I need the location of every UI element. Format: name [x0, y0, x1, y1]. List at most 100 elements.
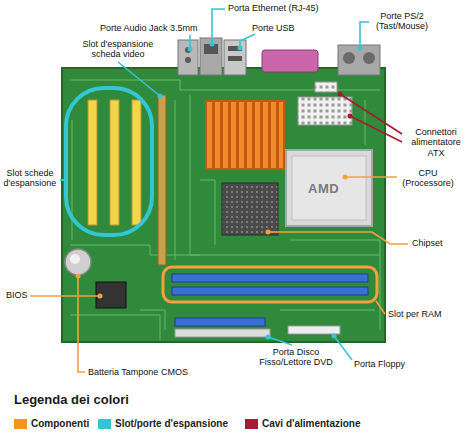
leader-dot [358, 46, 363, 51]
part-label: Porta Floppy [354, 359, 405, 369]
cpu-socket [286, 150, 372, 226]
usb-socket [228, 46, 242, 51]
legend-label: Slot/porte d'espansione [115, 418, 228, 429]
usb-ports [224, 40, 246, 75]
cpu-lid [292, 156, 366, 220]
legend-label: Cavi d'alimentazione [262, 418, 361, 429]
leader-line [376, 301, 385, 314]
leader-line [118, 62, 160, 96]
leader-line [60, 179, 66, 181]
legend-title: Legenda dei colori [14, 393, 129, 408]
part-label: Batteria Tampone CMOS [88, 367, 188, 377]
leader-line [360, 22, 369, 48]
expansion-slot [88, 100, 97, 225]
video-slot [158, 95, 166, 265]
trace [175, 100, 176, 260]
trace [140, 310, 165, 330]
part-label: Slot d'espansione scheda video [74, 39, 162, 60]
leader-dot [98, 294, 103, 299]
fin [215, 102, 220, 168]
trace [72, 120, 73, 240]
part-label: Porte PS/2 (Tast/Mouse) [372, 11, 432, 32]
part-label: Slot schede d'espansione [2, 168, 58, 189]
part-label: Porta Disco Fisso/Lettore DVD [254, 347, 338, 368]
fin [239, 102, 244, 168]
legend-swatch [14, 419, 27, 429]
fin [223, 102, 228, 168]
fin [279, 102, 283, 168]
leader-line [240, 34, 255, 48]
trace [280, 310, 375, 311]
floppy-port [288, 326, 340, 334]
trace [70, 315, 160, 340]
legend-swatch [98, 419, 111, 429]
battery-shine [70, 254, 80, 264]
fin [231, 102, 236, 168]
leader-dot [348, 114, 353, 119]
part-label: BIOS [6, 290, 28, 300]
legend-swatch [245, 419, 258, 429]
fin [271, 102, 276, 168]
leader-line [345, 176, 397, 178]
trace [290, 240, 380, 330]
expansion-slot [110, 100, 119, 225]
atx-connector [298, 97, 352, 125]
trace [200, 180, 215, 245]
part-label: CPU (Processore) [399, 168, 457, 189]
ram-slot [172, 274, 368, 282]
circuit-board [62, 68, 385, 342]
part-label: Porte USB [252, 23, 295, 33]
leader-dot [158, 94, 163, 99]
leader-line [78, 276, 85, 372]
audio-jack-block [178, 40, 198, 75]
usb-socket [228, 56, 242, 61]
part-label: Chipset [412, 238, 443, 248]
ram-highlight [163, 267, 377, 302]
expansion-slot [132, 100, 141, 225]
slot-highlight [66, 88, 152, 235]
part-label: Connettori alimentatore ATX [404, 127, 468, 158]
leader-dot [266, 230, 271, 235]
ram-slot [172, 287, 368, 295]
ps2-socket [363, 52, 375, 64]
ps2-socket [343, 52, 355, 64]
leader-dot [238, 46, 243, 51]
fin [207, 102, 212, 168]
leader-line [350, 116, 402, 142]
leader-dot [266, 335, 271, 340]
leader-dot [338, 92, 343, 97]
part-label: Slot per RAM [388, 309, 442, 319]
bios-chip [96, 282, 126, 308]
heatsink [205, 100, 285, 170]
chip-brand: AMD [308, 182, 339, 197]
fin [255, 102, 260, 168]
leader-dot [332, 334, 337, 339]
leader-lines [30, 9, 408, 372]
leader-line [334, 336, 352, 360]
part-label: Porte Audio Jack 3.5mm [100, 23, 198, 33]
legend-label: Componenti [31, 418, 89, 429]
fin [247, 102, 252, 168]
leader-dots [76, 42, 363, 340]
fin [263, 102, 268, 168]
leader-dot [76, 274, 81, 279]
leader-line [340, 94, 402, 134]
pcb-traces [70, 80, 380, 340]
leader-line [268, 337, 292, 345]
ide-port [175, 329, 270, 337]
trace [70, 245, 380, 255]
leader-line [212, 9, 225, 44]
heatsink-fins [207, 102, 283, 168]
audio-jack [185, 57, 191, 63]
cmos-battery [65, 249, 91, 275]
ide-port [175, 318, 265, 326]
atx-connector [315, 82, 337, 92]
chipset-chip [222, 183, 278, 235]
leader-line [30, 295, 100, 297]
leader-dot [188, 47, 193, 52]
leader-dot [210, 42, 215, 47]
ps2-ports [338, 45, 380, 75]
trace [190, 95, 200, 255]
